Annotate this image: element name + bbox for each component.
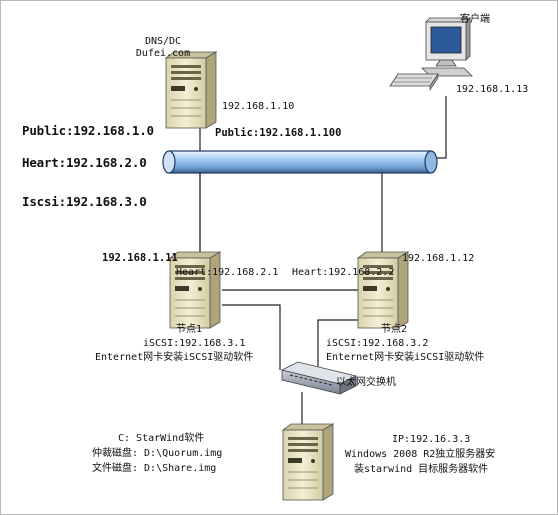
node2-public-ip-label: 192.168.1.12 xyxy=(402,253,475,264)
node1-public-ip-label: 192.168.1.11 xyxy=(102,252,178,264)
node2-name-label: 节点2 xyxy=(381,324,408,335)
node2-iscsi-ip-label: iSCSI:192.168.3.2 xyxy=(326,338,429,349)
node1-iscsi-ip-label: iSCSI:192.168.3.1 xyxy=(143,338,246,349)
storage-ip-label: IP:192.16.3.3 xyxy=(392,434,471,445)
dc-server-icon xyxy=(165,51,217,129)
switch-label: 以太网交换机 xyxy=(336,377,396,388)
node1-iscsi-cable xyxy=(222,304,281,370)
client-label: 客户端 xyxy=(460,14,490,25)
node1-heart-ip-label: Heart:192.168.2.1 xyxy=(176,267,279,278)
client-ip-label: 192.168.1.13 xyxy=(456,84,529,95)
dc-domain-label: Dufei.com xyxy=(135,48,191,59)
network-backbone-pipe xyxy=(162,150,438,174)
client-cable xyxy=(432,96,447,159)
cluster-ip-label: Public:192.168.1.100 xyxy=(215,127,342,139)
storage-server-icon xyxy=(282,423,334,501)
heart-network-label: Heart:192.168.2.0 xyxy=(22,155,147,170)
dc-role-label: DNS/DC xyxy=(144,36,182,47)
quorum-disk-label: 仲裁磁盘: D:\Quorum.img xyxy=(92,448,223,459)
node2-heart-ip-label: Heart:192.168.2.2 xyxy=(292,267,395,278)
storage-software-label: C: StarWind软件 xyxy=(118,433,205,444)
public-network-label: Public:192.168.1.0 xyxy=(22,123,154,138)
node2-server-icon xyxy=(357,251,409,329)
storage-target-label: 装starwind 目标服务器软件 xyxy=(354,464,489,475)
node1-name-label: 节点1 xyxy=(176,324,203,335)
ethernet-switch-icon xyxy=(280,361,358,395)
dc-ip-label: 192.168.1.10 xyxy=(222,101,295,112)
client-computer-icon xyxy=(389,17,473,91)
node1-software-note: Enternet网卡安装iSCSI驱动软件 xyxy=(95,352,254,363)
node2-software-note: Enternet网卡安装iSCSI驱动软件 xyxy=(326,352,485,363)
iscsi-network-label: Iscsi:192.168.3.0 xyxy=(22,194,147,209)
storage-os-label: Windows 2008 R2独立服务器安 xyxy=(345,449,496,460)
node2-iscsi-cable xyxy=(317,319,360,374)
share-disk-label: 文件磁盘: D:\Share.img xyxy=(92,463,217,474)
